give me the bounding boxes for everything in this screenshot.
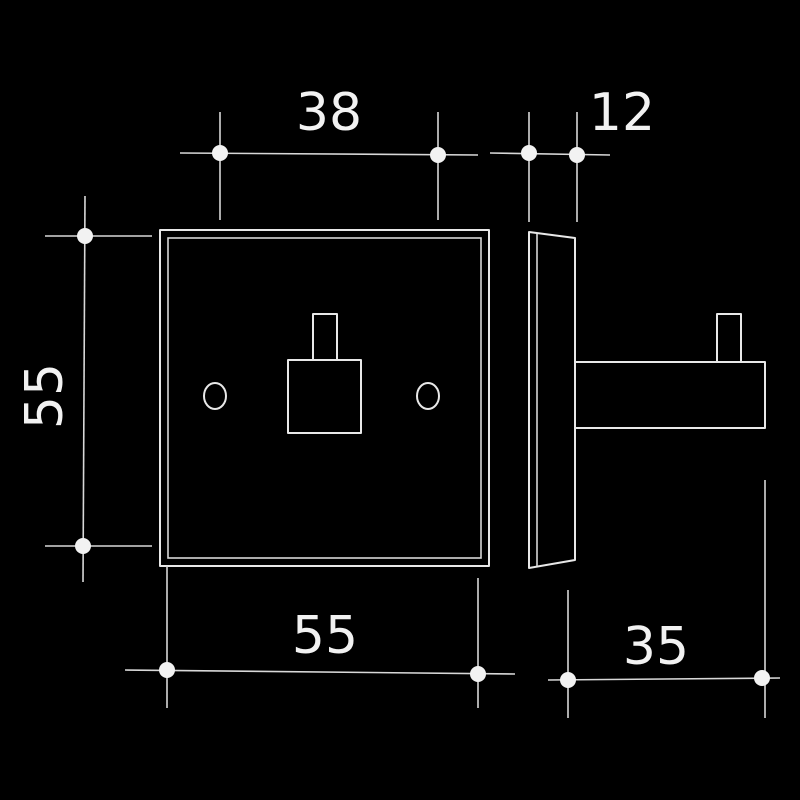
side-spindle-stub [716, 313, 742, 363]
dimension-line [179, 152, 479, 156]
dimension-label: 12 [589, 83, 655, 143]
left-screw-hole [203, 382, 227, 410]
dimension-label: 55 [15, 363, 75, 429]
dimension-marker [754, 670, 770, 686]
dimension-marker [159, 662, 175, 678]
projecting-body [574, 361, 766, 429]
dimension-line [547, 677, 781, 681]
dimension-line [124, 669, 516, 675]
dimension-label: 35 [623, 617, 689, 677]
plate-profile [528, 231, 576, 569]
dimension-marker [560, 672, 576, 688]
square-spindle-boss [287, 359, 362, 434]
plate-outer-edge [159, 229, 490, 567]
dimension-marker [430, 147, 446, 163]
right-screw-hole [416, 382, 440, 410]
dimension-label: 55 [292, 606, 358, 666]
spindle-stub [312, 313, 338, 361]
plate-inner-edge [167, 237, 482, 559]
dimension-marker [77, 228, 93, 244]
dimension-marker [521, 145, 537, 161]
dimension-marker [470, 666, 486, 682]
front-view [159, 229, 490, 567]
dimension-left-55: 55 [15, 195, 152, 583]
side-view [528, 231, 766, 569]
dimension-top-38: 38 [179, 83, 479, 220]
dimension-top-12: 12 [489, 83, 655, 222]
dimension-line [82, 195, 86, 583]
dimension-bottom-55: 55 [124, 566, 516, 708]
dimension-marker [75, 538, 91, 554]
dimension-label: 38 [296, 83, 362, 143]
dimension-bottom-35: 35 [547, 480, 781, 718]
dimension-line [489, 152, 611, 156]
dimension-marker [212, 145, 228, 161]
dimension-marker [569, 147, 585, 163]
